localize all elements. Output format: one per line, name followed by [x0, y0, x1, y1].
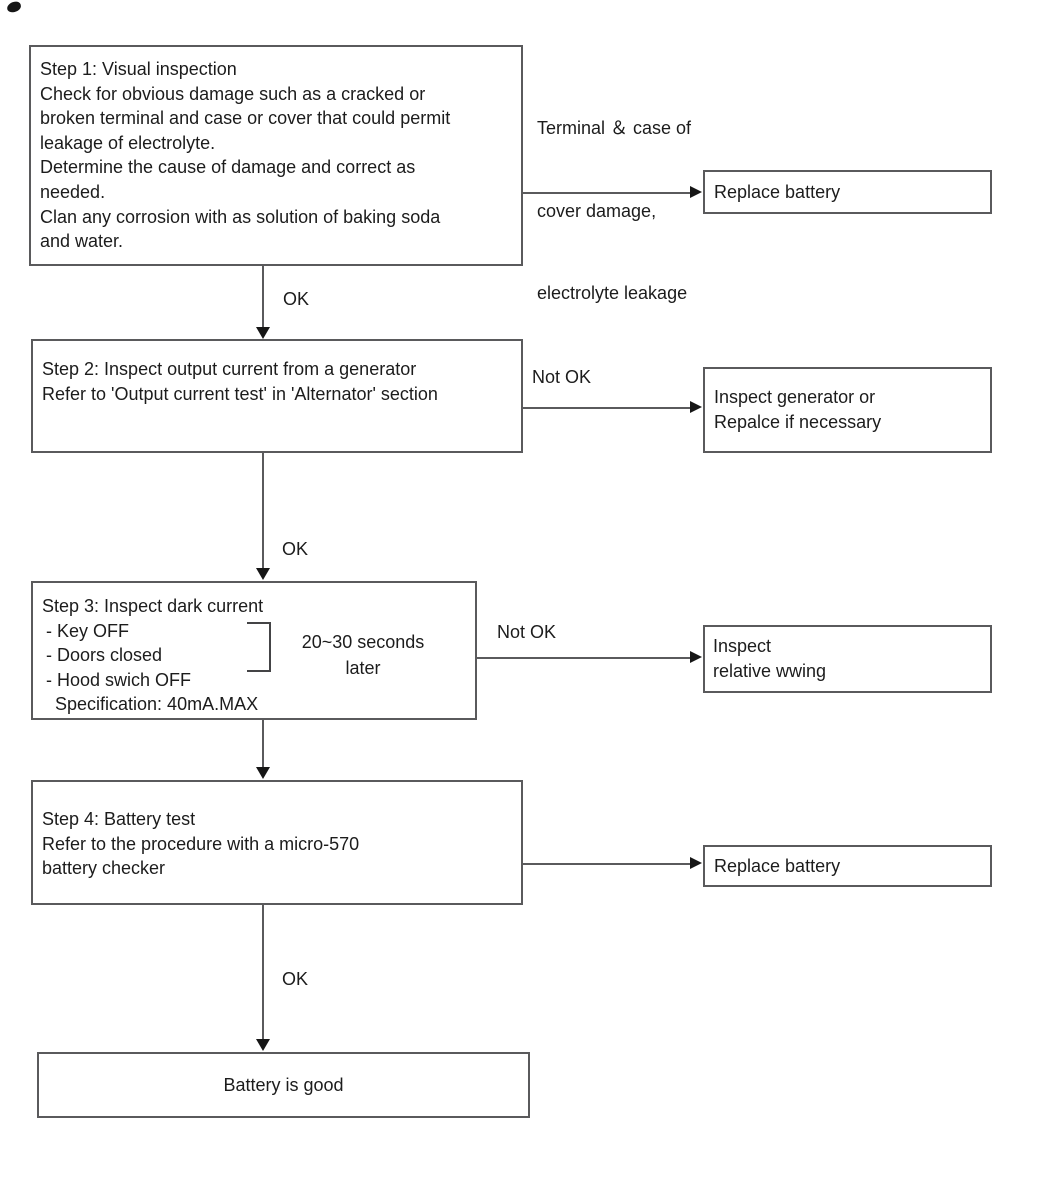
seconds-later-annotation: 20~30 seconds later [288, 629, 438, 681]
step3-item: - Hood swich OFF [46, 669, 192, 690]
connector-step3-to-step4 [262, 720, 264, 767]
seconds-later-line: 20~30 seconds [301, 632, 425, 652]
arrowhead-right-icon [690, 401, 702, 413]
ok-label-2: OK [282, 539, 309, 559]
step3-item: - Key OFF [46, 620, 130, 641]
arrowhead-right-icon [690, 857, 702, 869]
connector-step1-to-step2 [262, 266, 264, 328]
terminal-damage-note: Terminal ＆ case of cover damage, electro… [537, 60, 691, 363]
ink-smudge-artifact [6, 0, 22, 14]
step4-text-line: Refer to the procedure with a micro-570 [42, 833, 360, 854]
connector-step2-to-inspect-generator [523, 407, 690, 409]
replace-battery-bottom-label: Replace battery [714, 855, 841, 876]
step1-visual-inspection-box: Step 1: Visual inspection Check for obvi… [29, 45, 523, 266]
not-ok-label-2: Not OK [497, 622, 557, 642]
battery-good-label: Battery is good [223, 1074, 344, 1095]
arrowhead-down-icon [256, 568, 270, 580]
step1-text-line: leakage of electrolyte. [40, 132, 216, 153]
terminal-damage-note-line: electrolyte leakage [537, 283, 688, 303]
arrowhead-down-icon [256, 1039, 270, 1051]
step2-output-current-box: Step 2: Inspect output current from a ge… [31, 339, 523, 453]
step4-text-line: battery checker [42, 858, 166, 879]
arrowhead-right-icon [690, 651, 702, 663]
connector-step1-to-replace-battery [523, 192, 690, 194]
step3-title: Step 3: Inspect dark current [42, 596, 264, 616]
replace-battery-bottom-box: Replace battery [703, 845, 992, 887]
inspect-wiring-box: Inspect relative wwing [703, 625, 992, 693]
step3-spec: Specification: 40mA.MAX [55, 694, 259, 715]
connector-step4-to-replace-battery [523, 863, 690, 865]
arrowhead-down-icon [256, 327, 270, 339]
inspect-generator-line: Inspect generator or [714, 387, 876, 408]
seconds-later-line: later [345, 658, 381, 678]
step2-text-line: Step 2: Inspect output current from a ge… [42, 359, 417, 379]
step1-text-line: broken terminal and case or cover that c… [40, 108, 451, 129]
bracket-top-tick [247, 622, 271, 624]
arrowhead-right-icon [690, 186, 702, 198]
bracket-bottom-tick [247, 670, 271, 672]
terminal-damage-note-line: cover damage, [537, 200, 657, 221]
replace-battery-top-box: Replace battery [703, 170, 992, 214]
step1-text-line: and water. [40, 231, 124, 252]
connector-step3-to-inspect-wiring [477, 657, 690, 659]
ok-label-1: OK [283, 289, 310, 309]
replace-battery-top-label: Replace battery [714, 181, 841, 202]
battery-good-box: Battery is good [37, 1052, 530, 1118]
step2-text-line: Refer to 'Output current test' in 'Alter… [42, 383, 438, 404]
not-ok-label-1: Not OK [532, 367, 592, 387]
inspect-wiring-line: relative wwing [713, 661, 827, 681]
inspect-wiring-line: Inspect [713, 636, 772, 657]
step1-text-line: Step 1: Visual inspection [40, 59, 237, 79]
step4-text-line: Step 4: Battery test [42, 809, 196, 829]
connector-step2-to-step3 [262, 453, 264, 568]
bracket-vertical [269, 622, 271, 672]
connector-step4-to-battery-good [262, 905, 264, 1039]
inspect-generator-line: Repalce if necessary [714, 412, 882, 432]
step4-battery-test-box: Step 4: Battery test Refer to the proced… [31, 780, 523, 905]
ok-label-3: OK [282, 969, 309, 989]
terminal-damage-note-line: Terminal ＆ case of [537, 118, 692, 138]
step1-text-line: Check for obvious damage such as a crack… [40, 83, 426, 104]
step1-text-line: Clan any corrosion with as solution of b… [40, 206, 441, 227]
inspect-generator-box: Inspect generator or Repalce if necessar… [703, 367, 992, 453]
step1-text-line: needed. [40, 181, 106, 202]
step3-dark-current-box: Step 3: Inspect dark current - Key OFF -… [31, 581, 477, 720]
step3-item: - Doors closed [46, 645, 163, 666]
arrowhead-down-icon [256, 767, 270, 779]
step1-text-line: Determine the cause of damage and correc… [40, 157, 416, 178]
